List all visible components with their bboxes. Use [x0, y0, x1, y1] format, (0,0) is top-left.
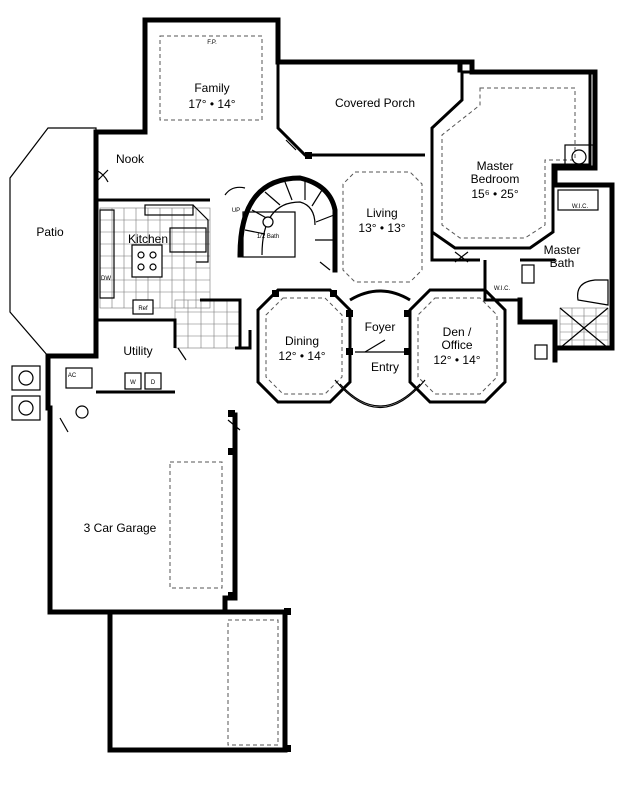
wic-upper-label: W.I.C. — [572, 204, 589, 210]
master-bedroom-dims: 15⁶ • 25° — [471, 187, 519, 201]
master-bath-label-2: Bath — [550, 256, 575, 270]
family-dims: 17° • 14° — [188, 97, 235, 111]
master-bedroom-label-1: Master — [477, 159, 514, 173]
nook-label: Nook — [116, 152, 145, 166]
water-heater-box — [65, 367, 93, 389]
stair-up-label: UP — [232, 208, 240, 214]
garage-label: 3 Car Garage — [84, 521, 157, 535]
covered-porch-label: Covered Porch — [335, 96, 415, 110]
den-label-1: Den / — [443, 325, 472, 339]
master-bath-fixtures — [521, 189, 609, 360]
master-bedroom-outline — [430, 70, 592, 250]
master-bath-label-1: Master — [544, 243, 581, 257]
family-ceiling-line — [159, 35, 263, 121]
water-heater — [75, 405, 89, 419]
den-dims: 12° • 14° — [433, 353, 480, 367]
den-label-2: Office — [441, 338, 472, 352]
patio-outline — [9, 127, 97, 357]
kitchen-label: Kitchen — [128, 232, 168, 246]
dining-dims: 12° • 14° — [278, 349, 325, 363]
master-bedroom-label-2: Bedroom — [471, 172, 520, 186]
half-bath-label: 1/2 Bath — [257, 234, 279, 240]
utility-fixtures — [124, 372, 162, 390]
utility-label: Utility — [123, 344, 152, 358]
garage-parking-lower — [227, 619, 279, 746]
dining-label: Dining — [285, 334, 319, 348]
doors — [59, 139, 469, 433]
living-outline — [342, 171, 423, 283]
patio-label: Patio — [36, 225, 64, 239]
den-outline — [408, 288, 507, 404]
master-bath-tile-grid — [559, 307, 609, 349]
garage-parking-upper — [169, 461, 223, 589]
den-dashed — [417, 297, 498, 395]
living-dims: 13° • 13° — [358, 221, 405, 235]
half-bath-box — [242, 211, 296, 258]
ac-units — [11, 144, 594, 421]
living-label: Living — [366, 206, 397, 220]
half-bath-toilet — [262, 216, 274, 228]
master-bedroom-dashed — [441, 87, 576, 239]
entry-label: Entry — [371, 360, 399, 374]
kitchen-tile-grid — [99, 207, 241, 349]
wic-lower-label: W.I.C. — [494, 286, 511, 292]
interior-walls — [96, 62, 555, 394]
dishwasher-label: DW — [101, 276, 111, 282]
foyer-label: Foyer — [365, 320, 396, 334]
kitchen-fixtures — [99, 204, 209, 315]
fireplace-label: F.P. — [207, 40, 217, 46]
dryer-label: D — [151, 380, 156, 386]
spiral-stair — [224, 175, 338, 273]
dining-dashed — [265, 297, 343, 395]
washer-label: W — [130, 380, 136, 386]
family-label: Family — [194, 81, 229, 95]
column-posts — [228, 152, 411, 752]
refrigerator-label: Ref — [138, 306, 148, 312]
ac-label: AC — [68, 373, 77, 379]
foyer-entry-shape — [334, 289, 426, 409]
